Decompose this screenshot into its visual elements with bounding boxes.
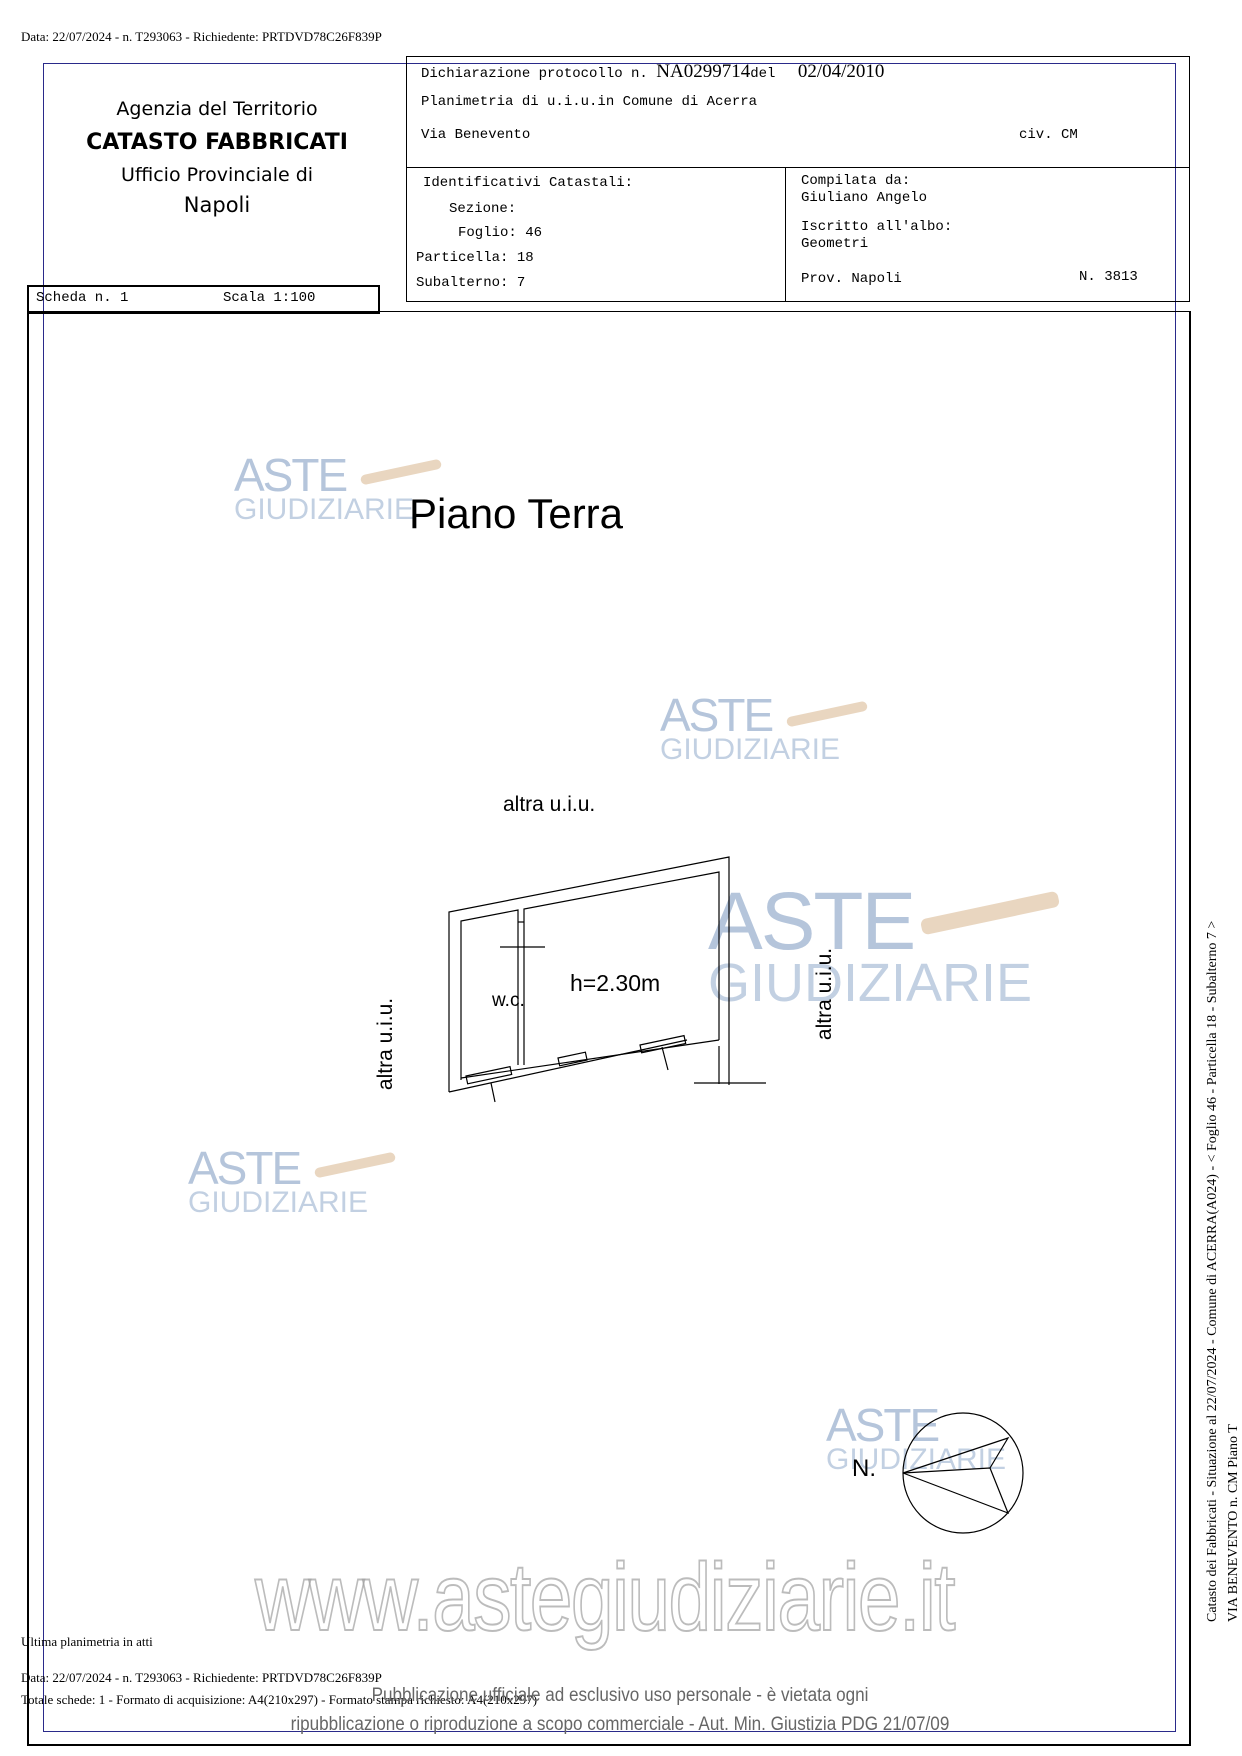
office-city: Napoli: [183, 193, 251, 217]
disclaimer-2: ripubblicazione o riproduzione a scopo c…: [290, 1714, 950, 1735]
albo-number: N. 3813: [1079, 269, 1138, 285]
identificativi-label: Identificativi Catastali:: [423, 175, 634, 191]
dichiarazione-label: Dichiarazione protocollo n.: [421, 66, 648, 82]
blue-frame: [43, 63, 1176, 1732]
prov: Prov. Napoli: [801, 271, 902, 287]
protocol-number: NA0299714: [656, 61, 751, 82]
top-info: Data: 22/07/2024 - n. T293063 - Richiede…: [21, 29, 382, 44]
catasto-title: CATASTO FABBRICATI: [86, 130, 348, 155]
iscritto-label: Iscritto all'albo:: [801, 219, 953, 235]
agency-name: Agenzia del Territorio: [116, 98, 318, 120]
label-top: altra u.i.u.: [503, 793, 596, 816]
particella: Particella: 18: [416, 250, 534, 266]
del-label: del: [750, 66, 776, 82]
header-vdivider: [785, 167, 786, 301]
inner-wall: [523, 871, 720, 1065]
room-wc: w.c.: [492, 990, 525, 1011]
ultima-planimetria: Ultima planimetria in atti: [21, 1634, 153, 1649]
outer-wall: [448, 856, 730, 1092]
compilata-name: Giuliano Angelo: [801, 190, 928, 206]
side-text-2: VIA BENEVENTO n. CM Piano T: [1226, 1424, 1241, 1622]
scheda-number: Scheda n. 1: [36, 290, 129, 306]
protocol-date: 02/04/2010: [797, 61, 885, 82]
subalterno: Subalterno: 7: [416, 275, 526, 291]
disclaimer-1: Pubblicazione ufficiale ad esclusivo uso…: [371, 1685, 869, 1706]
drawing-frame: [27, 311, 1191, 1746]
scala: Scala 1:100: [223, 290, 316, 306]
watermark-url: www.astegiudiziarie.it: [254, 1544, 956, 1651]
civ: civ. CM: [1019, 127, 1078, 143]
iscritto-value: Geometri: [801, 236, 869, 252]
header-box: Dichiarazione protocollo n. NA0299714del…: [406, 56, 1190, 302]
footer-data: Data: 22/07/2024 - n. T293063 - Richiede…: [21, 1670, 382, 1685]
foglio: Foglio: 46: [458, 225, 543, 241]
planimetria-line: Planimetria di u.i.u.in Comune di Acerra: [421, 94, 758, 110]
footer-totale: Totale schede: 1 - Formato di acquisizio…: [21, 1692, 538, 1707]
room-height: h=2.30m: [570, 970, 661, 996]
inner-wall: [460, 909, 519, 1080]
scheda-box: Scheda n. 1 Scala 1:100: [27, 285, 380, 314]
header-divider: [407, 167, 1189, 168]
compass-icon: [902, 1412, 1024, 1534]
compilata-label: Compilata da:: [801, 173, 911, 189]
address: Via Benevento: [421, 127, 531, 143]
floor-title: Piano Terra: [409, 490, 624, 537]
north-label: N.: [852, 1455, 876, 1482]
office-name: Ufficio Provinciale di: [120, 164, 314, 186]
side-text-1: Catasto dei Fabbricati - Situazione al 2…: [1205, 920, 1220, 1622]
sezione: Sezione:: [449, 201, 517, 217]
